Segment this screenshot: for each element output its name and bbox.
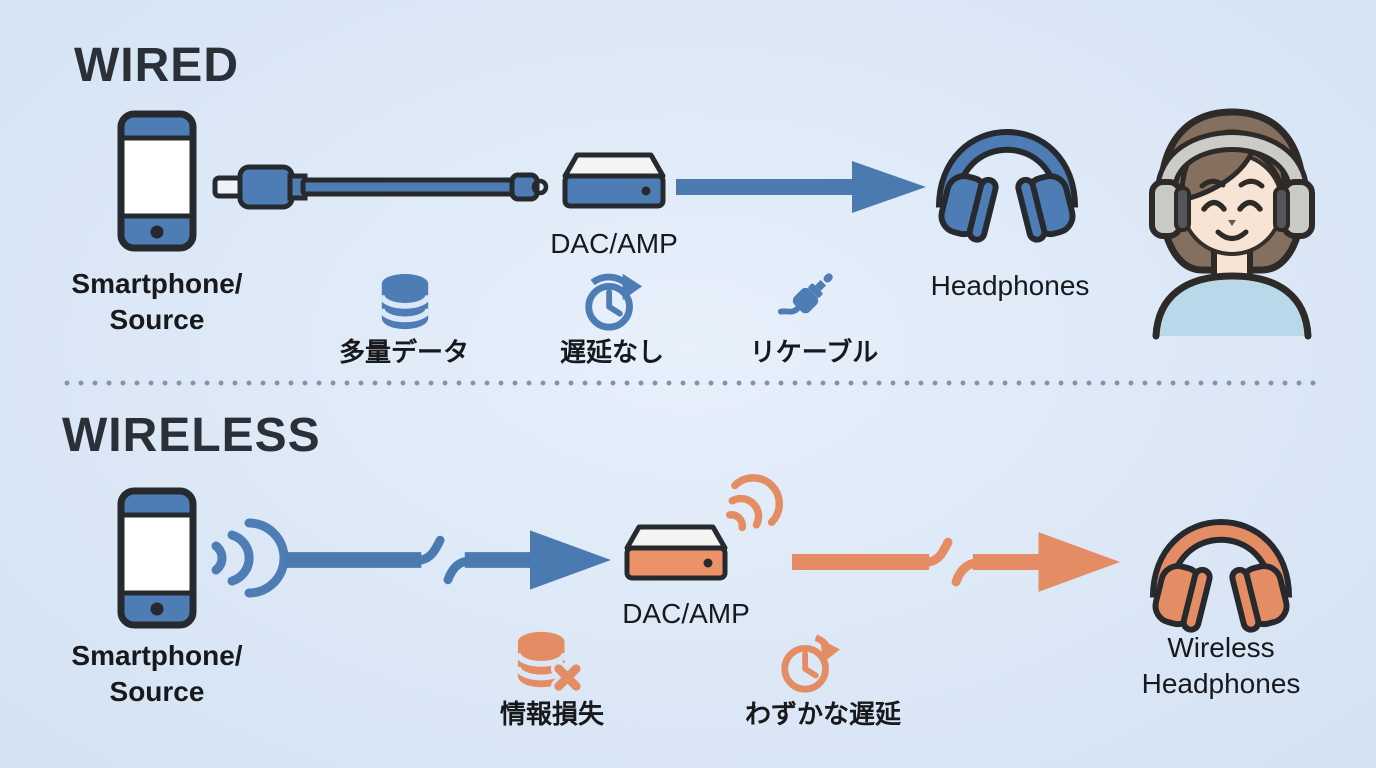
wired-flow-arrow: [676, 158, 928, 216]
wifi-waves-icon: [206, 504, 289, 608]
headphones-icon: [932, 96, 1082, 243]
listener-person-illustration: [1128, 96, 1336, 340]
smartphone-icon: [117, 110, 197, 252]
wireless-headphones-icon: [1146, 486, 1296, 633]
wired-source-label: Smartphone/ Source: [71, 268, 243, 336]
wireless-flow-arrow-blue: [283, 516, 613, 604]
wired-dac-label: DAC/AMP: [550, 228, 678, 259]
wireless-headphones-label: Wireless Headphones: [1141, 632, 1301, 700]
smartphone-icon-wireless: [117, 487, 197, 629]
wireless-feature-label-delay: わずかな遅延: [744, 699, 901, 729]
wired-feature-label-latency: 遅延なし: [559, 337, 664, 367]
jack-plug-icon: [777, 266, 844, 332]
wireless-source-label: Smartphone/ Source: [71, 640, 243, 708]
wireless-flow-arrow-orange: [790, 518, 1122, 606]
wired-feature-label-recable: リケーブル: [749, 337, 879, 367]
clock-no-delay-icon: [580, 264, 646, 334]
dac-amp-box-wireless: [622, 522, 730, 584]
wired-section-title: WIRED: [74, 39, 239, 92]
wireless-dac-label: DAC/AMP: [622, 598, 750, 629]
audio-cable-icon: [212, 155, 549, 219]
clock-slight-delay-icon: [776, 626, 842, 696]
database-loss-icon: [512, 628, 586, 694]
wired-feature-label-data: 多量データ: [338, 337, 469, 367]
wifi-waves-orange-icon: [702, 461, 794, 553]
database-icon: [376, 270, 434, 334]
wireless-feature-label-loss: 情報損失: [499, 699, 604, 729]
wireless-section-title: WIRELESS: [62, 409, 321, 462]
dac-amp-box-wired: [560, 150, 668, 212]
section-divider: [60, 380, 1316, 386]
wired-headphones-label: Headphones: [930, 270, 1090, 301]
